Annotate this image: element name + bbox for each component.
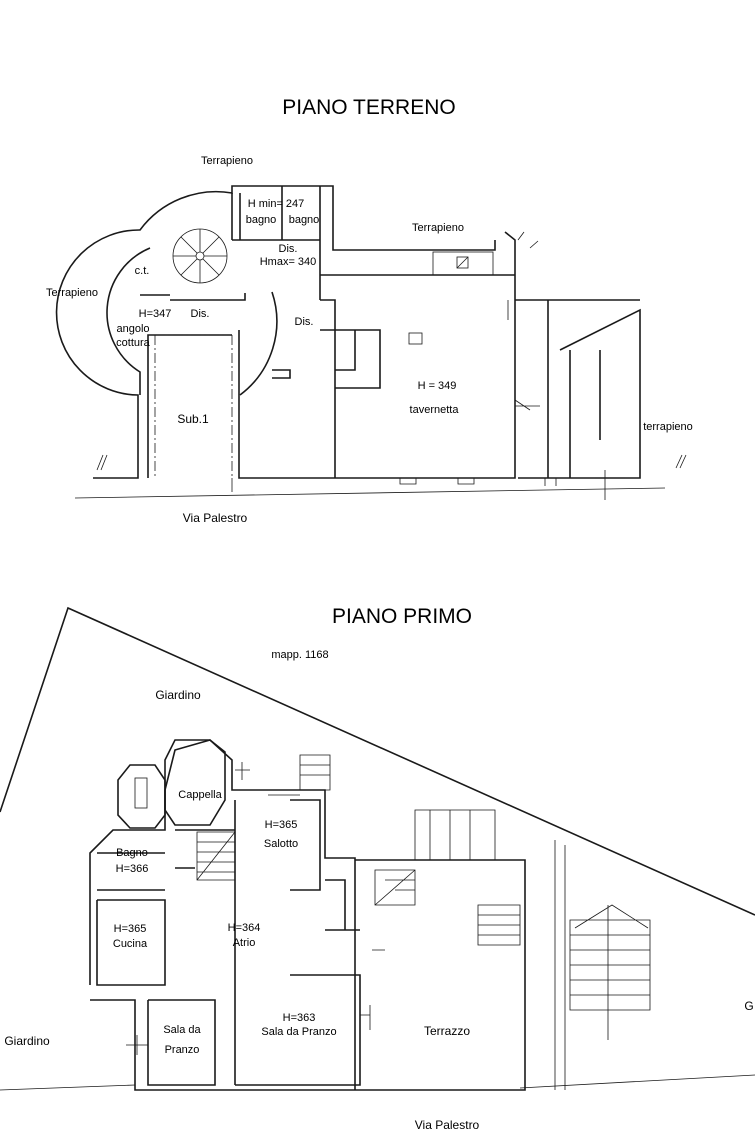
openings — [399, 300, 625, 500]
ground-street-label: Via Palestro — [183, 511, 248, 525]
terrapieno-far-right-label: terrapieno — [643, 421, 693, 433]
sala-pranzo-2-label: Sala da Pranzo — [261, 1026, 336, 1038]
bagno-label: Bagno — [116, 847, 148, 859]
chimney — [456, 256, 469, 269]
giardino-right-label: G — [744, 999, 753, 1013]
ground-line — [74, 487, 666, 499]
ground-floor-plan: PIANO TERRENO Terrapieno Terrapieno Terr… — [46, 96, 693, 525]
spiral-stair-treads — [173, 229, 227, 283]
pranzo-label: Pranzo — [165, 1044, 200, 1056]
chimney-cross — [456, 256, 469, 269]
bay-window — [134, 777, 148, 809]
hmin-label: H min= 247 — [248, 198, 305, 210]
column — [408, 332, 423, 345]
window-box — [432, 251, 494, 276]
ground-line-first — [0, 1074, 755, 1091]
first-openings — [126, 762, 385, 1086]
terrace-stair — [374, 809, 521, 946]
bagno-2-label: bagno — [289, 214, 320, 226]
ground-inner-walls — [140, 186, 641, 479]
octagon-chapel — [164, 739, 226, 826]
first-inner-walls — [96, 799, 361, 1086]
cucina-label: Cucina — [113, 938, 148, 950]
terrapieno-left-label: Terrapieno — [46, 287, 98, 299]
first-street-label: Via Palestro — [415, 1118, 480, 1132]
tavernetta-label: tavernetta — [410, 404, 460, 416]
ct-label: c.t. — [135, 265, 150, 277]
dis-2-label: Dis. — [191, 308, 210, 320]
h365-salotto-label: H=365 — [265, 819, 298, 831]
hatch-marks — [96, 231, 687, 471]
bagno-1-label: bagno — [246, 214, 277, 226]
terrapieno-right-label: Terrapieno — [412, 222, 464, 234]
sub1-boundary — [154, 334, 233, 478]
cottura-label: cottura — [116, 337, 151, 349]
small-stair-top — [299, 754, 331, 791]
terrapieno-top-label: Terrapieno — [201, 155, 253, 167]
h365-cucina-label: H=365 — [114, 923, 147, 935]
first-floor-title: PIANO PRIMO — [332, 605, 472, 628]
h364-label: H=364 — [228, 922, 261, 934]
terrazzo-label: Terrazzo — [424, 1024, 470, 1038]
ground-inner-circle — [106, 247, 278, 396]
right-stair — [554, 840, 651, 1090]
sala-da-label: Sala da — [163, 1024, 201, 1036]
hmax-label: Hmax= 340 — [260, 256, 317, 268]
giardino-left-label: Giardino — [4, 1034, 50, 1048]
salotto-label: Salotto — [264, 838, 298, 850]
dis-1-label: Dis. — [279, 243, 298, 255]
angolo-label: angolo — [116, 323, 149, 335]
spiral-staircase-core — [195, 251, 205, 261]
mapp-label: mapp. 1168 — [271, 649, 328, 661]
first-stair — [196, 831, 236, 881]
h347-label: H=347 — [139, 308, 172, 320]
giardino-top-label: Giardino — [155, 688, 201, 702]
sub1-label: Sub.1 — [177, 412, 209, 426]
atrio-label: Atrio — [233, 937, 256, 949]
octagon-small — [117, 764, 166, 829]
property-boundary — [0, 606, 755, 916]
ground-floor-title: PIANO TERRENO — [282, 96, 455, 119]
h366-label: H=366 — [116, 863, 149, 875]
dis-3-label: Dis. — [295, 316, 314, 328]
cappella-label: Cappella — [178, 789, 222, 801]
first-floor-plan: PIANO PRIMO mapp. 1168 Giardino Cappella… — [0, 605, 755, 1132]
h349-label: H = 349 — [418, 380, 457, 392]
h363-label: H=363 — [283, 1012, 316, 1024]
